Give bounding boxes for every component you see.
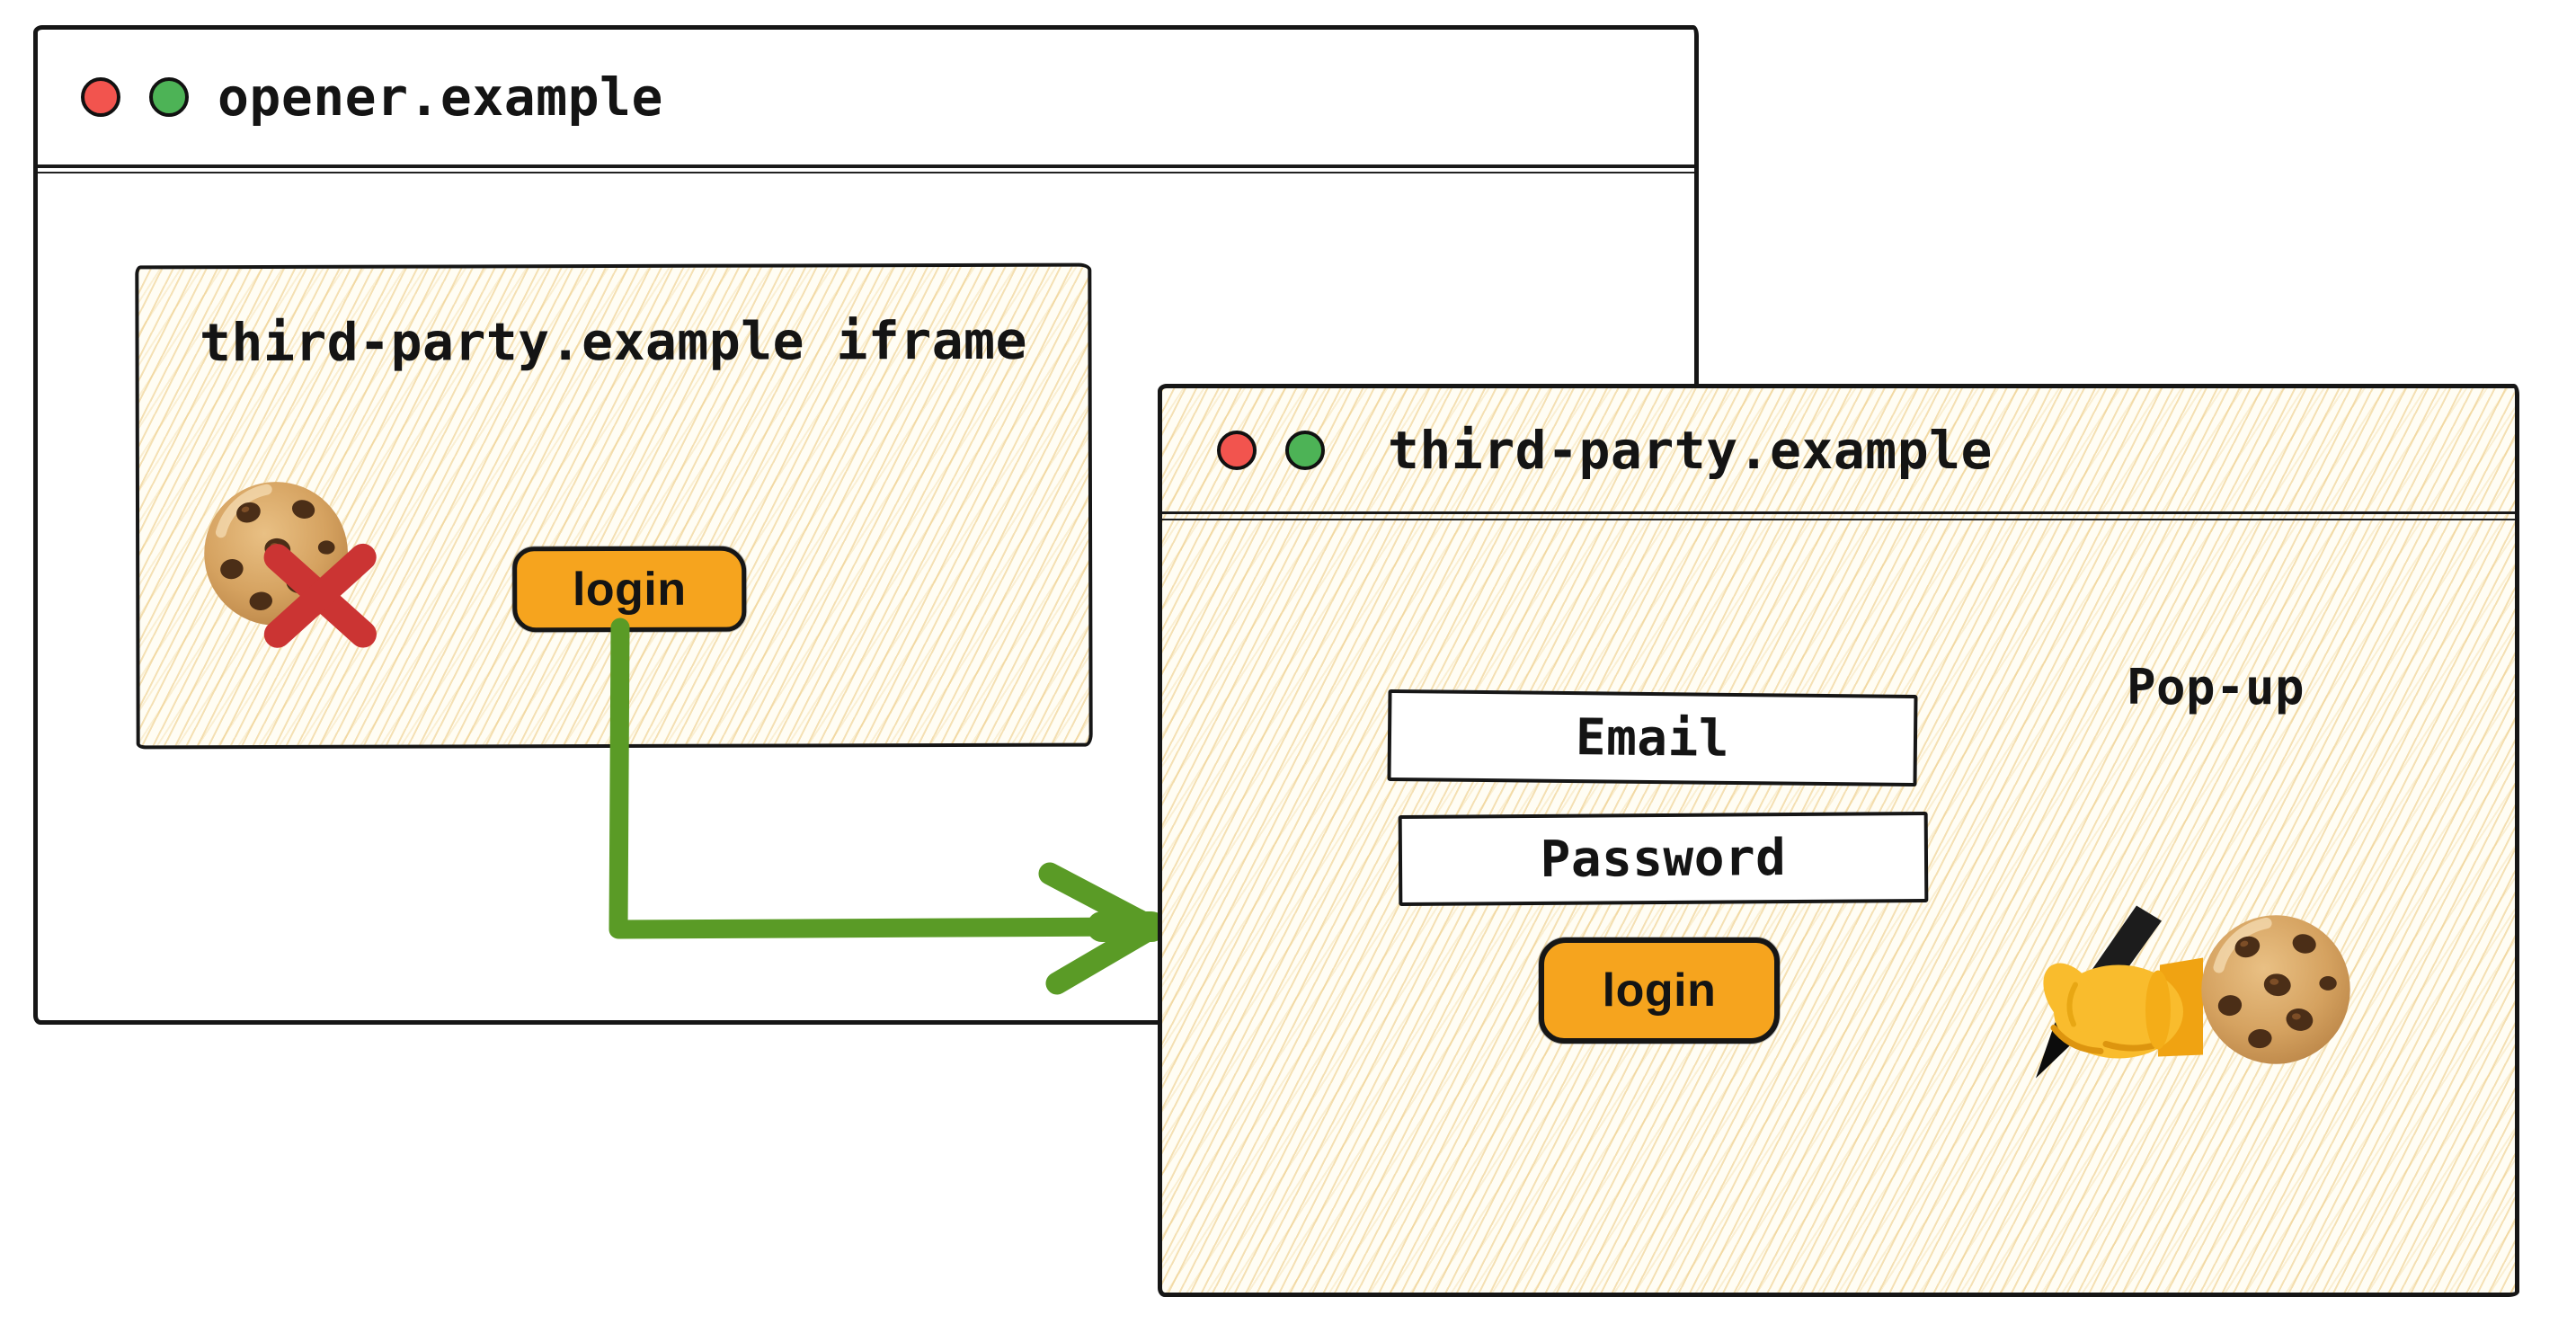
close-window-icon[interactable] [1217, 430, 1257, 470]
popup-window-title: third-party.example [1388, 419, 1993, 481]
minimize-window-icon[interactable] [149, 77, 189, 117]
popup-window: third-party.example Email Password login… [1158, 384, 2519, 1297]
third-party-iframe: third-party.example iframe login [135, 262, 1093, 750]
blocked-x-icon [262, 542, 378, 650]
blocked-cookie-icon [197, 477, 391, 662]
password-input[interactable]: Password [1398, 811, 1929, 907]
iframe-login-button[interactable]: login [512, 546, 747, 633]
opener-window-titlebar: opener.example [38, 30, 1694, 173]
popup-content: Email Password login Pop-up [1162, 522, 2515, 1293]
cookie-icon [2194, 911, 2358, 1069]
iframe-heading: third-party.example iframe [199, 309, 1028, 374]
email-input[interactable]: Email [1387, 689, 1918, 787]
opener-window-title: opener.example [218, 67, 663, 128]
writing-hand-icon [2036, 905, 2203, 1079]
popup-label: Pop-up [2126, 659, 2305, 715]
popup-login-button[interactable]: login [1539, 937, 1780, 1044]
popup-window-titlebar: third-party.example [1162, 388, 2515, 520]
close-window-icon[interactable] [81, 77, 120, 117]
minimize-window-icon[interactable] [1285, 430, 1325, 470]
